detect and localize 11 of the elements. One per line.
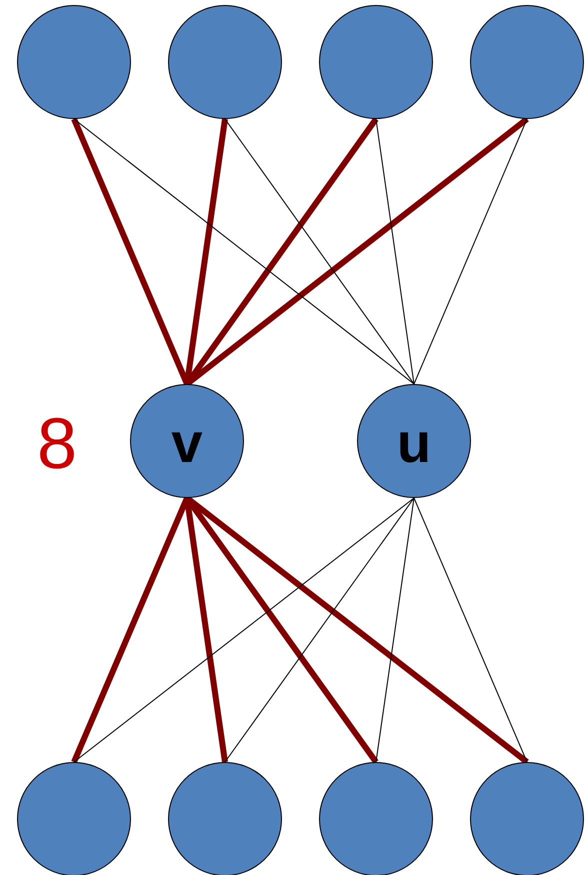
graph-edge [74, 118, 414, 384]
graph-edge [376, 498, 414, 762]
count-label: 8 [37, 408, 78, 480]
graph-edge [414, 498, 528, 762]
graph-edge [414, 118, 528, 384]
vertex-label: v [171, 415, 203, 471]
graph-edge [224, 118, 414, 384]
graph-edge [74, 498, 414, 762]
graph-edge [376, 118, 414, 384]
graph-edge [224, 498, 414, 762]
vertex-label: u [396, 415, 432, 471]
